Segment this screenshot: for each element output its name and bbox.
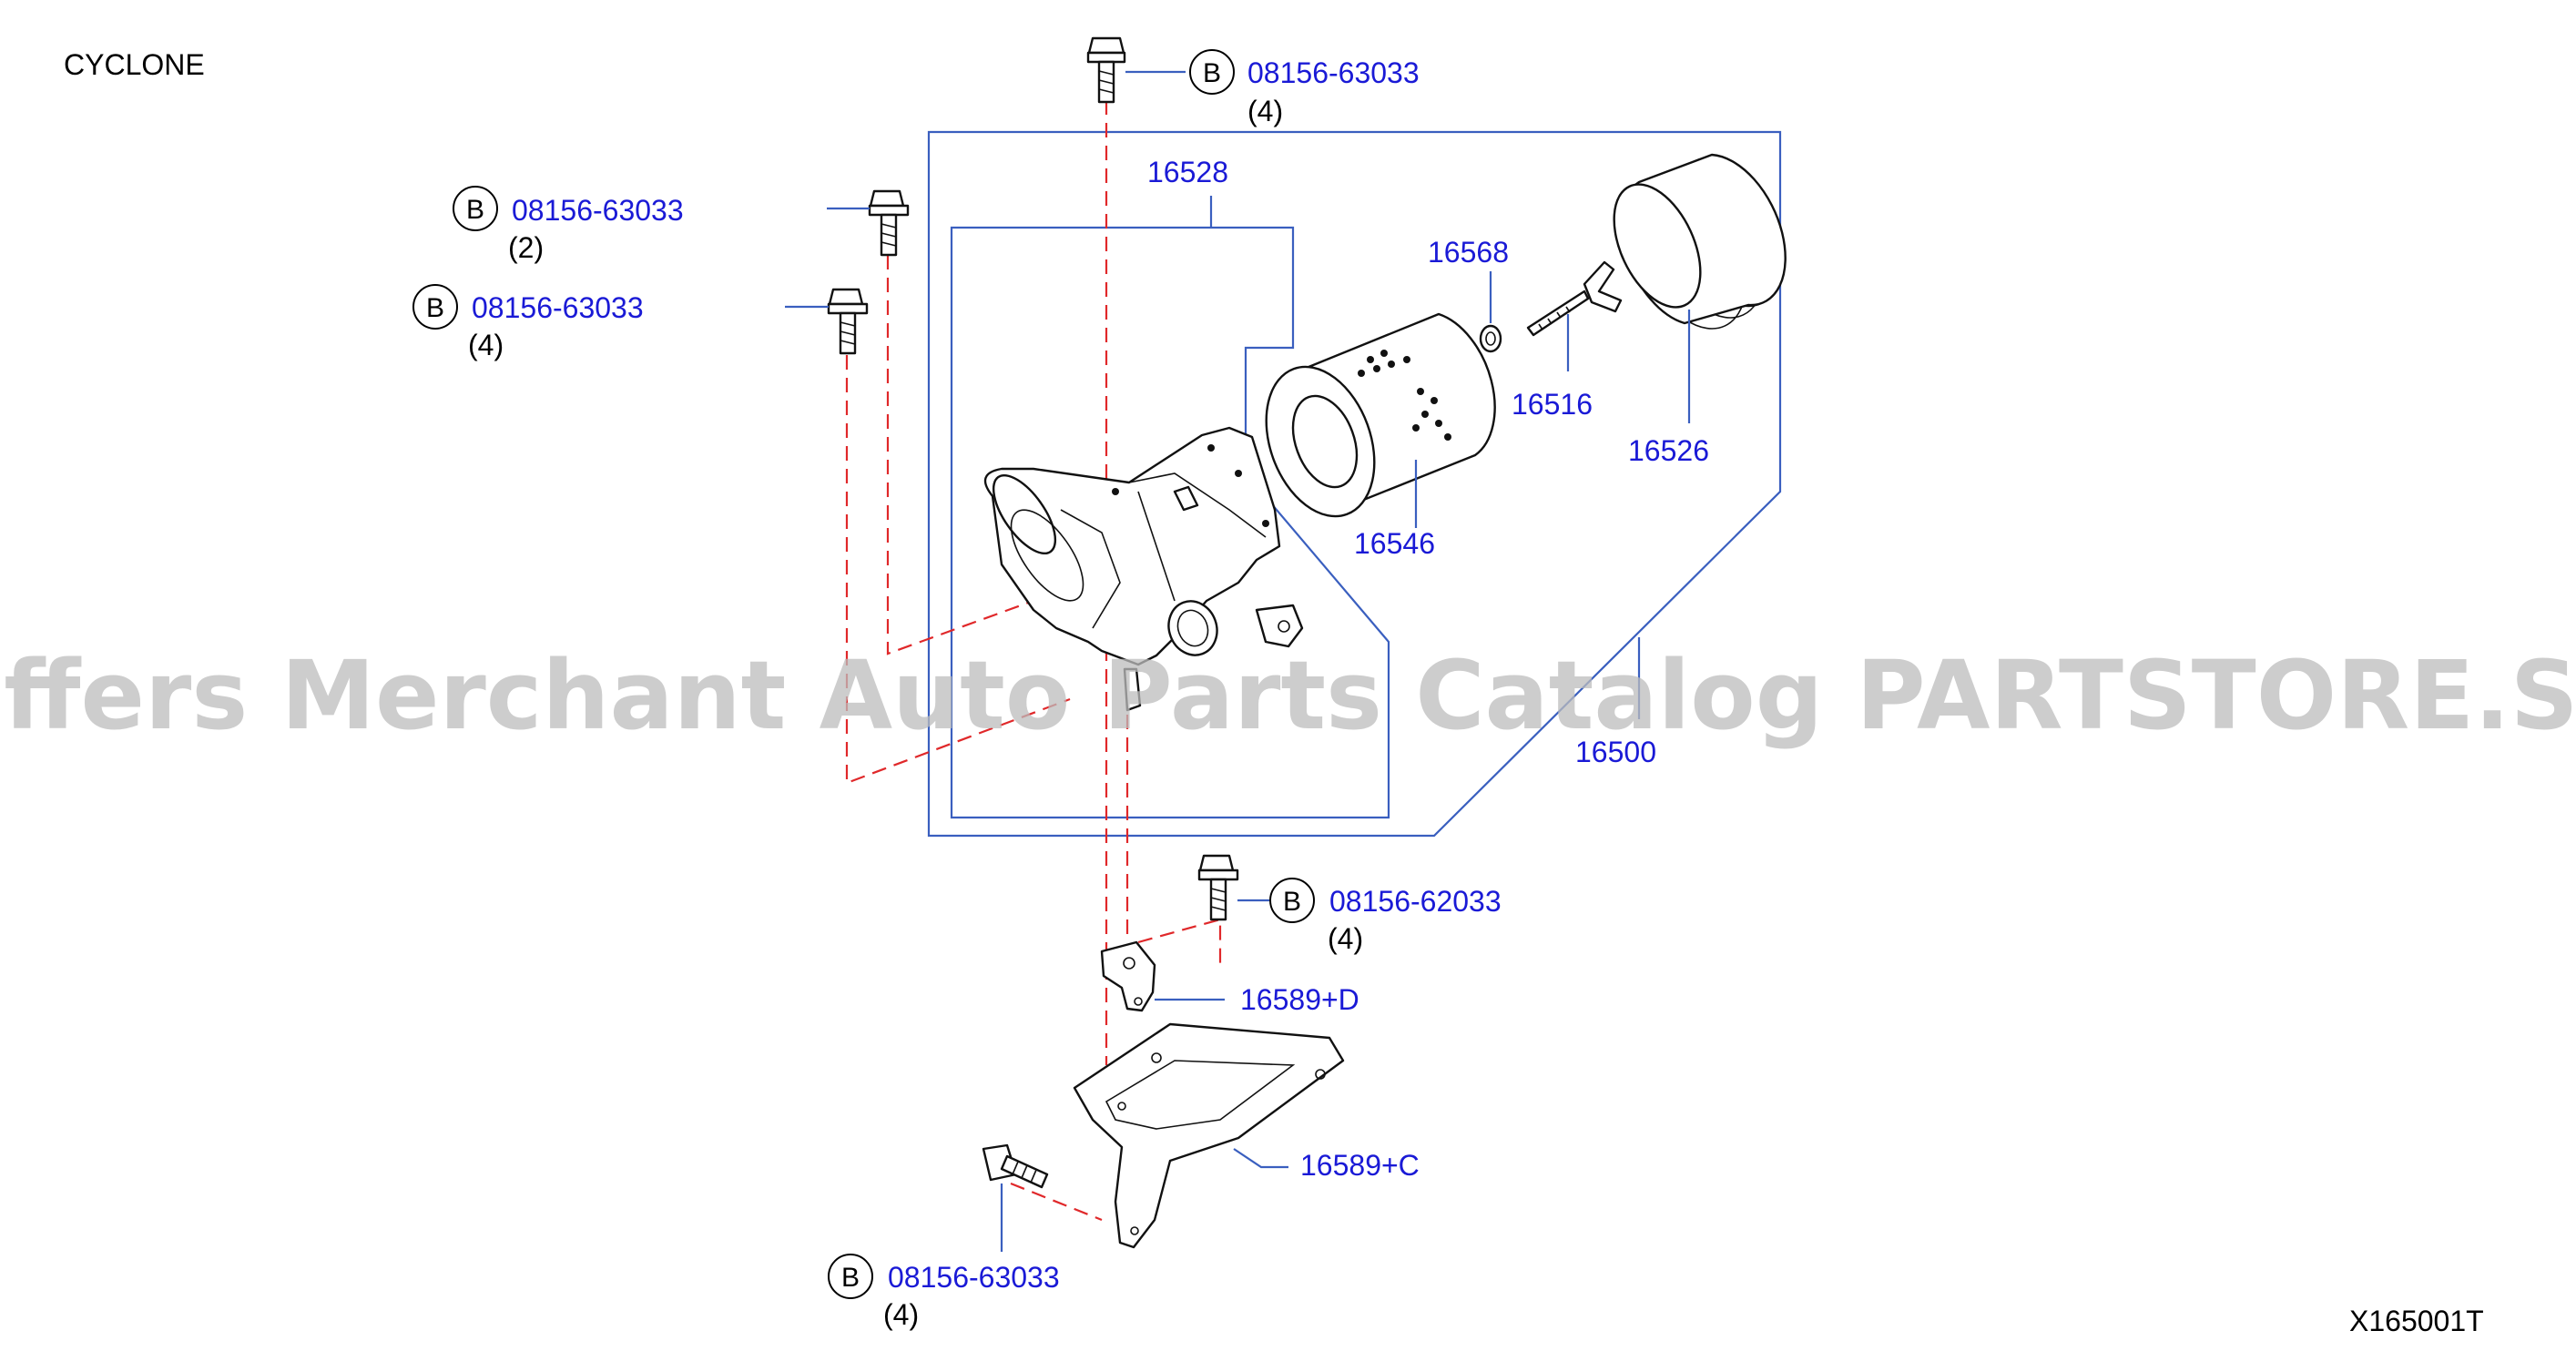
- bolt-symbol: B: [466, 195, 484, 225]
- gasket[interactable]: [1479, 324, 1502, 353]
- callout-bolt-bottom[interactable]: B 08156-63033 (4): [828, 1254, 1060, 1331]
- quantity: (4): [1247, 95, 1283, 127]
- bolt-symbol-icon: [1269, 878, 1315, 923]
- callout-bolt-mid[interactable]: B 08156-62033 (4): [1269, 878, 1502, 955]
- label-16589-c[interactable]: 16589+C: [1300, 1149, 1420, 1182]
- label-16500[interactable]: 16500: [1575, 736, 1656, 768]
- bracket-d[interactable]: [1100, 940, 1156, 1012]
- bracket-c[interactable]: [1073, 1022, 1345, 1249]
- bolt-symbol: B: [426, 293, 444, 323]
- bolt-symbol: B: [841, 1263, 860, 1293]
- bolt-symbol-icon: [828, 1254, 873, 1299]
- bolt-icon: [1086, 36, 1126, 104]
- label-16516[interactable]: 16516: [1512, 388, 1593, 421]
- callout-bolt-left-lower[interactable]: B 08156-63033 (4): [412, 284, 644, 361]
- bolt-symbol-icon: [412, 284, 458, 330]
- leader-16589-c: [1233, 1148, 1288, 1169]
- part-number[interactable]: 08156-62033: [1329, 885, 1502, 918]
- label-16528[interactable]: 16528: [1147, 156, 1228, 188]
- figure-code: X165001T: [2349, 1305, 2484, 1337]
- quantity: (4): [883, 1298, 919, 1331]
- quantity: (4): [468, 329, 504, 361]
- label-16589-d[interactable]: 16589+D: [1240, 983, 1359, 1016]
- quantity: (4): [1328, 922, 1363, 955]
- bolt-icon: [868, 189, 910, 257]
- wing-bolt[interactable]: [1526, 260, 1623, 337]
- watermark: Offers Merchant Auto Parts Catalog PARTS…: [0, 640, 2576, 751]
- bolt-symbol-icon: [1189, 49, 1235, 95]
- bolt-icon: [1197, 854, 1239, 921]
- filter-element[interactable]: [1247, 312, 1496, 532]
- part-number[interactable]: 08156-63033: [1247, 56, 1420, 89]
- bolt-icon: [982, 1143, 1049, 1189]
- part-number[interactable]: 08156-63033: [888, 1261, 1060, 1294]
- bolt-symbol-icon: [453, 186, 498, 231]
- assembly-boundary-16500: [927, 130, 1782, 838]
- bolt-symbol: B: [1283, 887, 1301, 917]
- bolt-symbol: B: [1203, 58, 1221, 88]
- label-16526[interactable]: 16526: [1628, 434, 1709, 467]
- label-16568[interactable]: 16568: [1428, 236, 1509, 269]
- quantity: (2): [508, 231, 544, 264]
- bolt-icon: [827, 288, 869, 355]
- air-cleaner-cover[interactable]: [1596, 141, 1804, 346]
- callout-bolt-left-upper[interactable]: B 08156-63033 (2): [453, 186, 684, 264]
- engine-label: CYCLONE: [64, 48, 205, 81]
- callout-bolt-top[interactable]: B 08156-63033 (4): [1189, 49, 1420, 127]
- air-cleaner-body[interactable]: [982, 426, 1304, 712]
- part-number[interactable]: 08156-63033: [512, 194, 684, 227]
- part-number[interactable]: 08156-63033: [472, 291, 644, 324]
- label-16546[interactable]: 16546: [1354, 527, 1435, 560]
